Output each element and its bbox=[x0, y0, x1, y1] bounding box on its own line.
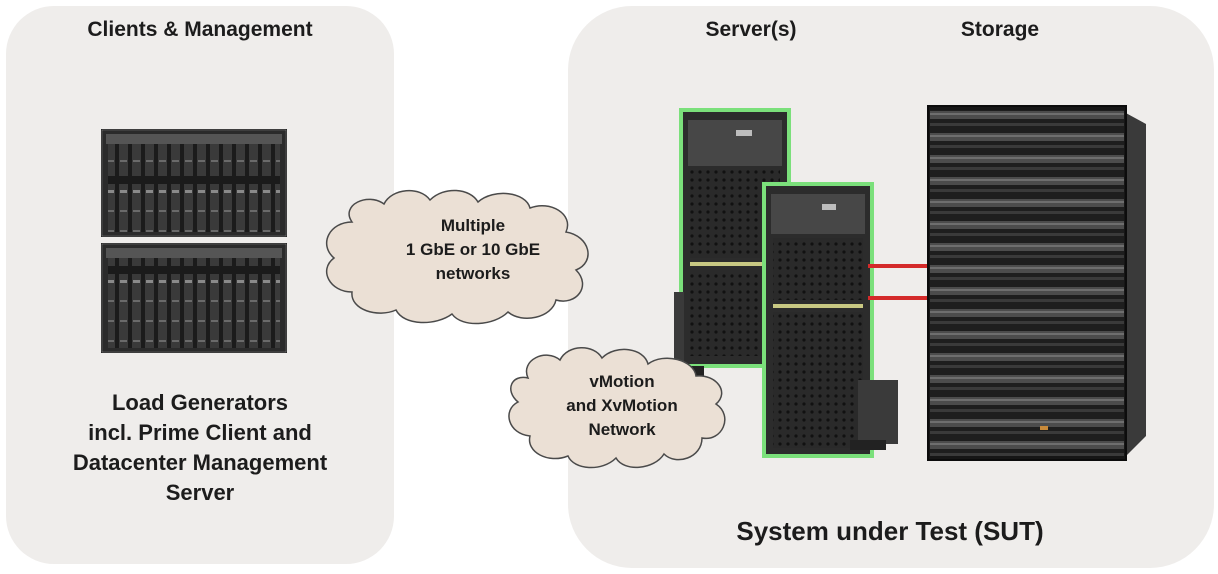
vmotion-cloud-line: and XvMotion bbox=[566, 396, 678, 415]
vmotion-cloud-line: Network bbox=[588, 420, 656, 439]
load-generators-label: Load Generators incl. Prime Client and D… bbox=[6, 388, 394, 508]
vmotion-cloud-label: vMotion and XvMotion Network bbox=[516, 370, 728, 442]
load-generators-line: incl. Prime Client and bbox=[88, 420, 312, 445]
blade-enclosure-upper bbox=[101, 129, 287, 237]
load-generators-line: Server bbox=[165, 480, 235, 505]
server-tower-front bbox=[762, 182, 898, 458]
storage-rack bbox=[927, 105, 1146, 461]
blade-enclosure-lower bbox=[101, 243, 287, 353]
networks-cloud bbox=[325, 189, 589, 325]
storage-title: Storage bbox=[960, 18, 1040, 41]
networks-cloud-label: Multiple 1 GbE or 10 GbE networks bbox=[348, 214, 598, 286]
system-under-test-label: System under Test (SUT) bbox=[736, 516, 1044, 546]
clients-management-title: Clients & Management bbox=[87, 18, 313, 41]
vmotion-cloud-line: vMotion bbox=[589, 372, 655, 391]
networks-cloud-line: 1 GbE or 10 GbE bbox=[405, 240, 541, 259]
vmotion-cloud bbox=[508, 347, 726, 469]
load-generators-line: Load Generators bbox=[111, 390, 289, 415]
load-generators-line: Datacenter Management bbox=[72, 450, 328, 475]
networks-cloud-line: networks bbox=[435, 264, 511, 283]
networks-cloud-line: Multiple bbox=[440, 216, 506, 235]
servers-title: Server(s) bbox=[705, 18, 797, 41]
